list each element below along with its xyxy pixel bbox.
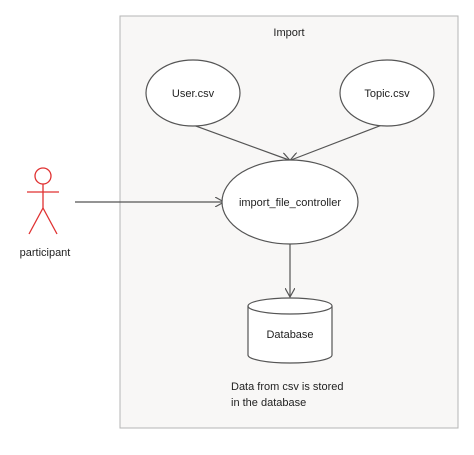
arrow-user-to-controller	[192, 124, 289, 160]
connectors	[75, 124, 383, 296]
note-line-2: in the database	[231, 397, 306, 409]
usecase-user-csv-label: User.csv	[172, 88, 215, 100]
actor-label: participant	[20, 247, 71, 259]
stick-figure-icon	[27, 167, 59, 235]
note: Data from csv is stored in the database	[231, 381, 343, 409]
boundary-title: Import	[273, 27, 304, 39]
actor-participant[interactable]: participant	[20, 167, 71, 259]
arrow-topic-to-controller	[291, 124, 383, 160]
database-cylinder[interactable]: Database	[247, 297, 333, 364]
note-line-1: Data from csv is stored	[231, 381, 343, 393]
usecase-controller-label: import_file_controller	[239, 197, 341, 209]
usecase-user-csv[interactable]: User.csv	[145, 59, 241, 127]
usecase-topic-csv-label: Topic.csv	[364, 88, 410, 100]
database-label: Database	[266, 329, 313, 341]
database-icon	[247, 297, 333, 364]
usecase-topic-csv[interactable]: Topic.csv	[339, 59, 435, 127]
usecase-import-file-controller[interactable]: import_file_controller	[221, 159, 359, 245]
